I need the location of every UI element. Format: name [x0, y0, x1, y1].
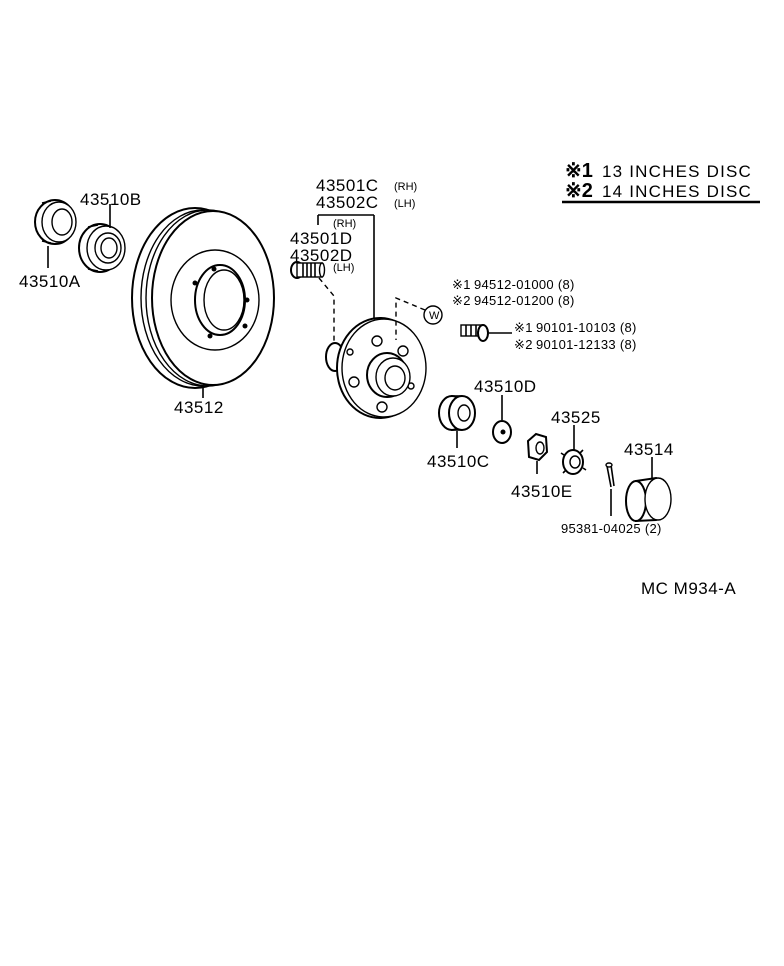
disc-rotor-drawing: [131, 207, 275, 398]
grease-cap-drawing: [625, 457, 672, 523]
bolt-1-number: 90101-10103 (8): [536, 320, 637, 335]
label-43510D: 43510D: [474, 377, 537, 396]
washer-drawing: [395, 296, 443, 340]
legend-mark-2: ※2: [565, 180, 593, 202]
stud-2-number: 94512-01200 (8): [474, 293, 575, 308]
figure-code: MC M934-A: [641, 579, 736, 598]
label-cotter-pin: 95381-04025 (2): [561, 521, 662, 536]
label-43502D-side: (LH): [333, 262, 354, 274]
legend-text-1: 13 INCHES DISC: [602, 162, 752, 181]
label-43502C-side: (LH): [394, 198, 415, 210]
label-43514: 43514: [624, 440, 674, 459]
bolt-1-mark: ※1: [514, 320, 533, 335]
bolt-2-mark: ※2: [514, 337, 533, 352]
label-43501C: 43501C: [316, 176, 379, 195]
inner-bearing-drawing: [438, 395, 476, 448]
nut-lock-drawing: [560, 425, 587, 475]
thrust-washer-drawing: [492, 395, 512, 444]
label-43501C-side: (RH): [394, 181, 417, 193]
cotter-pin-drawing: [605, 462, 615, 516]
legend-text-2: 14 INCHES DISC: [602, 182, 752, 201]
stud-2-mark: ※2: [452, 293, 471, 308]
label-43510C: 43510C: [427, 452, 490, 471]
label-43501D: 43501D: [290, 229, 353, 248]
axle-hub-drawing: [325, 317, 427, 419]
label-43510E: 43510E: [511, 482, 573, 501]
label-43512: 43512: [174, 398, 224, 417]
stud-1-number: 94512-01000 (8): [474, 277, 575, 292]
hub-bolt-drawing: [290, 261, 335, 344]
hub-bracket: [317, 214, 375, 318]
label-43502D: 43502D: [290, 246, 353, 265]
label-43510B: 43510B: [80, 190, 142, 209]
legend-mark-1: ※1: [565, 160, 593, 182]
washer-mark: W: [429, 310, 440, 322]
label-43502C: 43502C: [316, 193, 379, 212]
outer-bearing-drawing: [78, 204, 126, 273]
oil-seal-drawing: [34, 199, 77, 268]
wheel-bolt-drawing: [460, 324, 512, 342]
hub-nut-drawing: [526, 432, 549, 474]
stud-1-mark: ※1: [452, 277, 471, 292]
label-43525: 43525: [551, 408, 601, 427]
legend: ※1 13 INCHES DISC ※2 14 INCHES DISC: [562, 160, 760, 204]
label-43501D-side-top: (RH): [333, 218, 356, 230]
label-43510A: 43510A: [19, 272, 81, 291]
bolt-2-number: 90101-12133 (8): [536, 337, 637, 352]
